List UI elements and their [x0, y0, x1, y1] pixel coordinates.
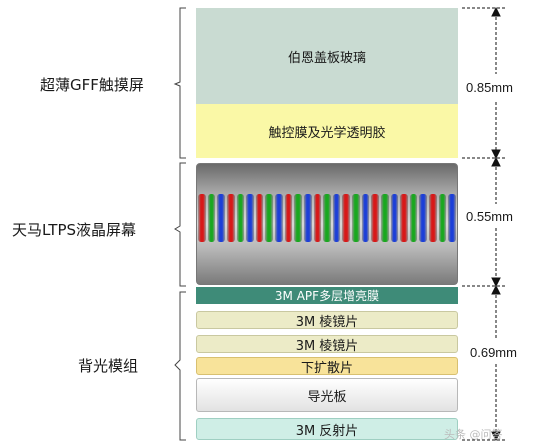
- subpixel: [409, 194, 418, 242]
- glass-cover-label: 伯恩盖板玻璃: [287, 50, 366, 66]
- group-label-touch: 超薄GFF触摸屏: [40, 76, 144, 94]
- subpixel: [419, 194, 427, 242]
- subpixel: [400, 194, 408, 242]
- subpixel: [284, 194, 293, 242]
- subpixel: [371, 194, 379, 242]
- subpixel: [294, 194, 302, 242]
- watermark: 头条 @问答: [444, 428, 503, 441]
- measurement-touch: 0.85mm: [466, 80, 513, 95]
- subpixel: [323, 194, 331, 242]
- subpixel: [390, 194, 399, 242]
- subpixel: [303, 194, 312, 242]
- measurement-lcd: 0.55mm: [466, 209, 513, 224]
- light-guide-layer: 导光板: [196, 378, 458, 412]
- subpixel: [255, 194, 264, 242]
- subpixel: [332, 194, 341, 242]
- reflector-layer: 3M 反射片: [196, 418, 458, 440]
- light-guide-label: 导光板: [307, 389, 347, 405]
- subpixel: [361, 194, 370, 242]
- subpixel: [352, 194, 360, 242]
- subpixel: [313, 194, 322, 242]
- reflector-label: 3M 反射片: [295, 423, 359, 439]
- prism-sheet-1-label: 3M 棱镜片: [295, 314, 359, 330]
- subpixel: [217, 194, 225, 242]
- glass-cover-layer: 伯恩盖板玻璃: [196, 8, 458, 104]
- subpixel: [275, 194, 283, 242]
- prism-sheet-2-layer: 3M 棱镜片: [196, 335, 458, 354]
- subpixel: [438, 194, 447, 242]
- subpixel: [198, 194, 206, 242]
- brace-lcd: [174, 162, 186, 287]
- subpixel: [236, 194, 245, 242]
- diffuser-layer: 下扩散片: [196, 357, 458, 376]
- subpixel: [207, 194, 216, 242]
- brace-backlight: [174, 291, 186, 441]
- apf-film-label: 3M APF多层增亮膜: [274, 289, 380, 303]
- touch-film-label: 触控膜及光学透明胶: [268, 125, 386, 141]
- lcd-panel-layer: [196, 163, 458, 285]
- subpixel-strip: [197, 194, 457, 242]
- diffuser-label: 下扩散片: [300, 360, 353, 376]
- brace-touch: [173, 7, 186, 159]
- subpixel: [342, 194, 350, 242]
- subpixel: [226, 194, 235, 242]
- touch-film-layer: 触控膜及光学透明胶: [196, 104, 458, 158]
- subpixel: [380, 194, 389, 242]
- measurement-backlight: 0.69mm: [470, 345, 517, 360]
- group-label-backlight: 背光模组: [78, 357, 139, 375]
- subpixel: [246, 194, 254, 242]
- prism-sheet-1-layer: 3M 棱镜片: [196, 311, 458, 330]
- subpixel: [265, 194, 273, 242]
- apf-film-layer: 3M APF多层增亮膜: [196, 287, 458, 304]
- prism-sheet-2-label: 3M 棱镜片: [295, 338, 359, 354]
- subpixel: [429, 194, 437, 242]
- group-label-lcd: 天马LTPS液晶屏幕: [12, 221, 137, 239]
- subpixel: [448, 194, 456, 242]
